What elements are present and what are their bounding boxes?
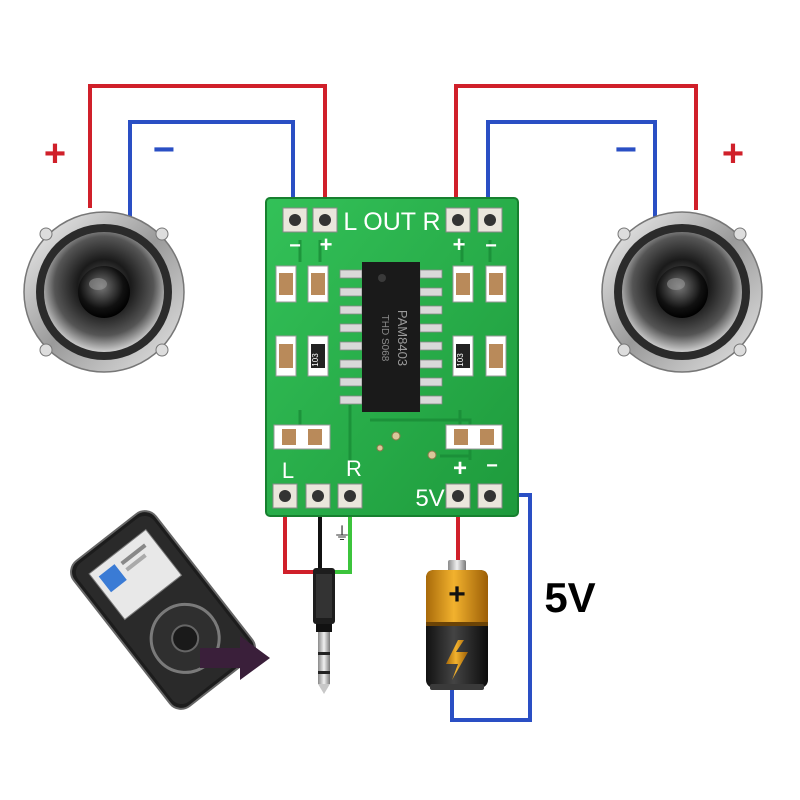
left-speaker-minus-label: − <box>153 129 175 171</box>
input-right-label: R <box>346 456 362 481</box>
power-negative-wire <box>450 493 532 722</box>
battery-voltage-label: 5V <box>544 574 595 621</box>
mp3-player <box>70 510 256 710</box>
battery <box>426 560 488 690</box>
chip-pins <box>339 269 443 405</box>
left-out-plus-label: + <box>320 232 333 257</box>
right-speaker <box>601 211 763 373</box>
arrow-icon <box>200 636 270 680</box>
left-input-wire <box>283 500 318 574</box>
right-speaker-positive-wire <box>454 84 698 218</box>
chip-code-label: THD S068 <box>379 315 390 362</box>
left-speaker <box>23 211 185 373</box>
amplifier-board: L OUT R − + + − 103 103 PAM840 <box>265 197 519 517</box>
right-speaker-negative-wire <box>486 120 657 218</box>
left-out-minus-label: − <box>289 235 301 257</box>
right-out-minus-label: − <box>485 235 497 257</box>
output-label: L OUT R <box>343 208 440 236</box>
right-input-wire <box>328 500 352 574</box>
left-resistor-label: 103 <box>311 353 320 367</box>
input-pads <box>272 483 363 509</box>
speaker-wires <box>88 84 698 218</box>
input-left-label: L <box>282 458 294 483</box>
power-minus-label: − <box>486 455 498 477</box>
battery-plus-label: + <box>448 578 466 611</box>
audio-jack <box>313 568 335 694</box>
left-speaker-plus-label: + <box>44 133 66 175</box>
right-speaker-minus-label: − <box>615 129 637 171</box>
smd-components <box>273 265 507 450</box>
left-speaker-positive-wire <box>88 84 327 218</box>
output-pads <box>282 207 503 233</box>
power-pads <box>445 483 503 509</box>
power-plus-label: + <box>453 455 467 482</box>
chip-model-label: PAM8403 <box>395 310 410 366</box>
right-speaker-plus-label: + <box>722 133 744 175</box>
amplifier-chip <box>362 262 420 412</box>
board-power-label: 5V <box>415 485 444 512</box>
ground-symbol: ⏚ <box>333 524 351 545</box>
right-out-plus-label: + <box>453 232 466 257</box>
right-resistor-label: 103 <box>456 353 465 367</box>
left-speaker-negative-wire <box>128 120 295 218</box>
